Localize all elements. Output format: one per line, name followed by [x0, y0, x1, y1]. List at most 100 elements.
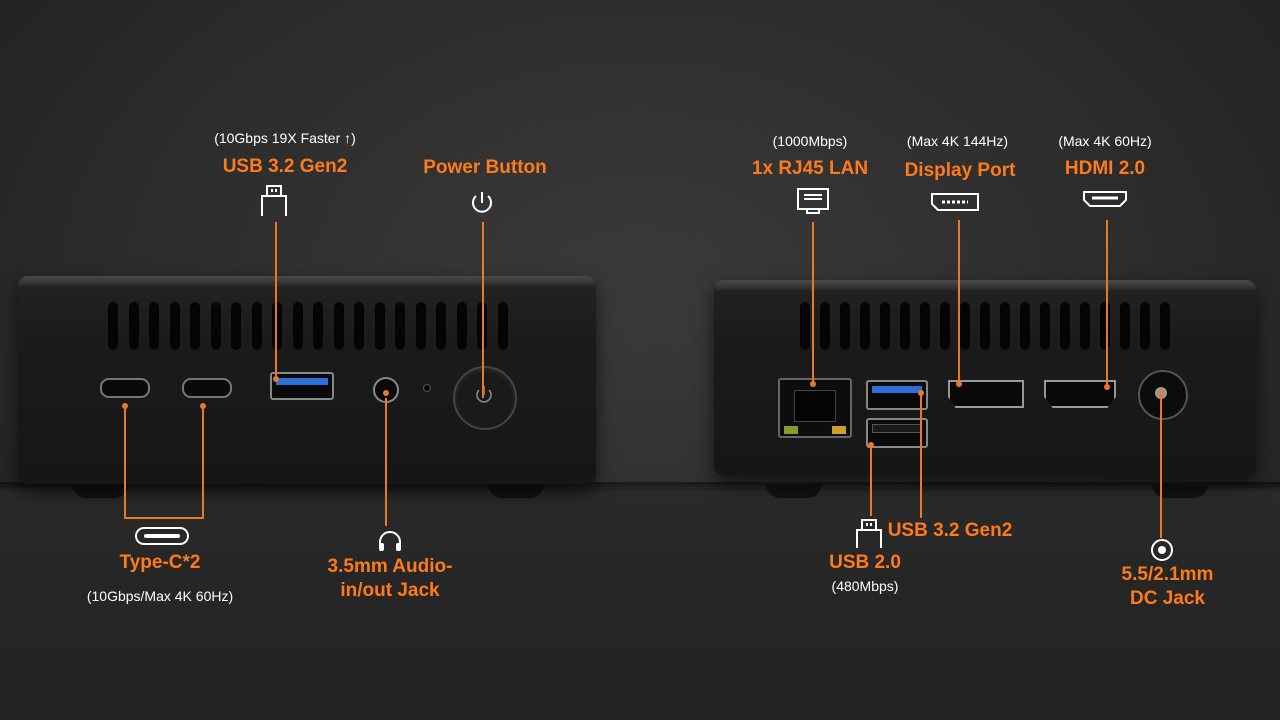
- usb32-front-spec: (10Gbps 19X Faster ↑): [160, 130, 410, 146]
- vent-slot: [1100, 302, 1110, 350]
- vent-slot: [415, 302, 426, 350]
- callout-dot: [956, 381, 962, 387]
- dc-jack-title-line2: DC Jack: [1130, 588, 1205, 609]
- vent-slot: [1160, 302, 1170, 350]
- vent-slot: [395, 302, 405, 350]
- device-foot: [1152, 484, 1208, 498]
- vent-slot: [840, 302, 850, 350]
- power-button-glyph-icon: [476, 386, 492, 403]
- usb-c-port: [100, 378, 150, 398]
- callout-dot: [383, 390, 389, 396]
- vent-slot: [374, 302, 385, 350]
- device-foot: [766, 484, 822, 498]
- usb-icon: [261, 185, 287, 216]
- power-button-title: Power Button: [423, 157, 547, 178]
- vent-slot: [190, 302, 200, 350]
- usb-3-2-port-rear: [866, 380, 928, 410]
- displayport-title: Display Port: [904, 160, 1016, 181]
- displayport-spec: (Max 4K 144Hz): [906, 133, 1009, 149]
- vent-slot: [497, 302, 508, 350]
- callout-dot: [273, 376, 279, 382]
- vent-slot: [1040, 302, 1050, 350]
- usb32-front-title: USB 3.2 Gen2: [222, 156, 348, 177]
- power-icon: [472, 192, 492, 213]
- indicator-hole: [423, 384, 431, 392]
- callout-dot: [200, 403, 206, 409]
- vent-slot: [436, 302, 446, 350]
- usb2-title: USB 2.0: [829, 552, 901, 573]
- vent-slot: [1120, 302, 1130, 350]
- vent-slot: [128, 302, 139, 350]
- vent-slot: [960, 302, 970, 350]
- device-foot: [488, 484, 544, 498]
- usb-c-port: [182, 378, 232, 398]
- audio-jack-title-line2: in/out Jack: [340, 580, 440, 601]
- lan-title: 1x RJ45 LAN: [751, 158, 869, 179]
- vent-slot: [251, 302, 262, 350]
- vent-slot: [149, 302, 159, 350]
- vent-slot: [354, 302, 364, 350]
- vent-slot: [272, 302, 282, 350]
- callout-line: [202, 404, 204, 518]
- device-foot: [72, 484, 128, 498]
- vent-slot: [313, 302, 323, 350]
- callout-line: [124, 517, 204, 519]
- vent-slot: [210, 302, 221, 350]
- usb-a-port-front: [270, 372, 334, 400]
- usb32-rear-title: USB 3.2 Gen2: [887, 520, 1013, 541]
- usb-icon: [856, 519, 882, 548]
- dc-jack-title-line1: 5.5/2.1mm: [1121, 564, 1214, 585]
- type-c-spec: (10Gbps/Max 4K 60Hz): [86, 588, 234, 604]
- floor-shadow: [0, 482, 1280, 492]
- vent-slot: [1080, 302, 1090, 350]
- vent-slot: [231, 302, 241, 350]
- callout-line: [482, 222, 484, 398]
- callout-dot: [868, 442, 874, 448]
- vent-slot: [1020, 302, 1030, 350]
- vent-slot: [980, 302, 990, 350]
- callout-line: [812, 222, 814, 382]
- vent-slot: [169, 302, 180, 350]
- callout-dot: [810, 381, 816, 387]
- device-top-edge: [714, 280, 1256, 290]
- callout-line: [275, 222, 277, 378]
- vent-slot: [820, 302, 830, 350]
- usb-2-0-port: [866, 418, 928, 448]
- usb-c-icon: [135, 527, 189, 545]
- hdmi-title: HDMI 2.0: [1064, 158, 1146, 179]
- floor-surface: [0, 488, 1280, 720]
- callout-dot: [918, 390, 924, 396]
- usb32-front-spec-text: (10Gbps 19X Faster: [214, 130, 341, 146]
- callout-line: [124, 404, 126, 518]
- vent-slot: [1140, 302, 1150, 350]
- vent-slot: [108, 302, 118, 350]
- type-c-title: Type-C*2: [119, 552, 201, 573]
- displayport-icon: [931, 193, 979, 211]
- hdmi-spec: (Max 4K 60Hz): [1058, 133, 1152, 149]
- callout-line: [870, 444, 872, 516]
- power-button[interactable]: [453, 366, 517, 430]
- vent-slot: [800, 302, 810, 350]
- ethernet-icon: [797, 188, 829, 214]
- callout-line: [385, 398, 387, 526]
- device-top-edge: [18, 276, 596, 286]
- vent-slot: [860, 302, 870, 350]
- vent-slot: [1000, 302, 1010, 350]
- vent-slot: [333, 302, 344, 350]
- callout-line: [958, 220, 960, 382]
- dc-jack-icon: [1151, 539, 1173, 561]
- rj45-port: [778, 378, 852, 438]
- vent-slot: [1060, 302, 1070, 350]
- vent-slot: [920, 302, 930, 350]
- headphones-icon: [379, 531, 401, 551]
- callout-dot: [122, 403, 128, 409]
- lan-spec: (1000Mbps): [772, 133, 848, 149]
- vent-slot: [900, 302, 910, 350]
- audio-jack-title-line1: 3.5mm Audio-: [327, 556, 453, 577]
- vent-slot: [940, 302, 950, 350]
- vent-slot: [456, 302, 467, 350]
- callout-dot: [1104, 384, 1110, 390]
- callout-dot: [1158, 390, 1164, 396]
- callout-line: [1106, 220, 1108, 386]
- up-arrow-icon: ↑): [344, 130, 356, 146]
